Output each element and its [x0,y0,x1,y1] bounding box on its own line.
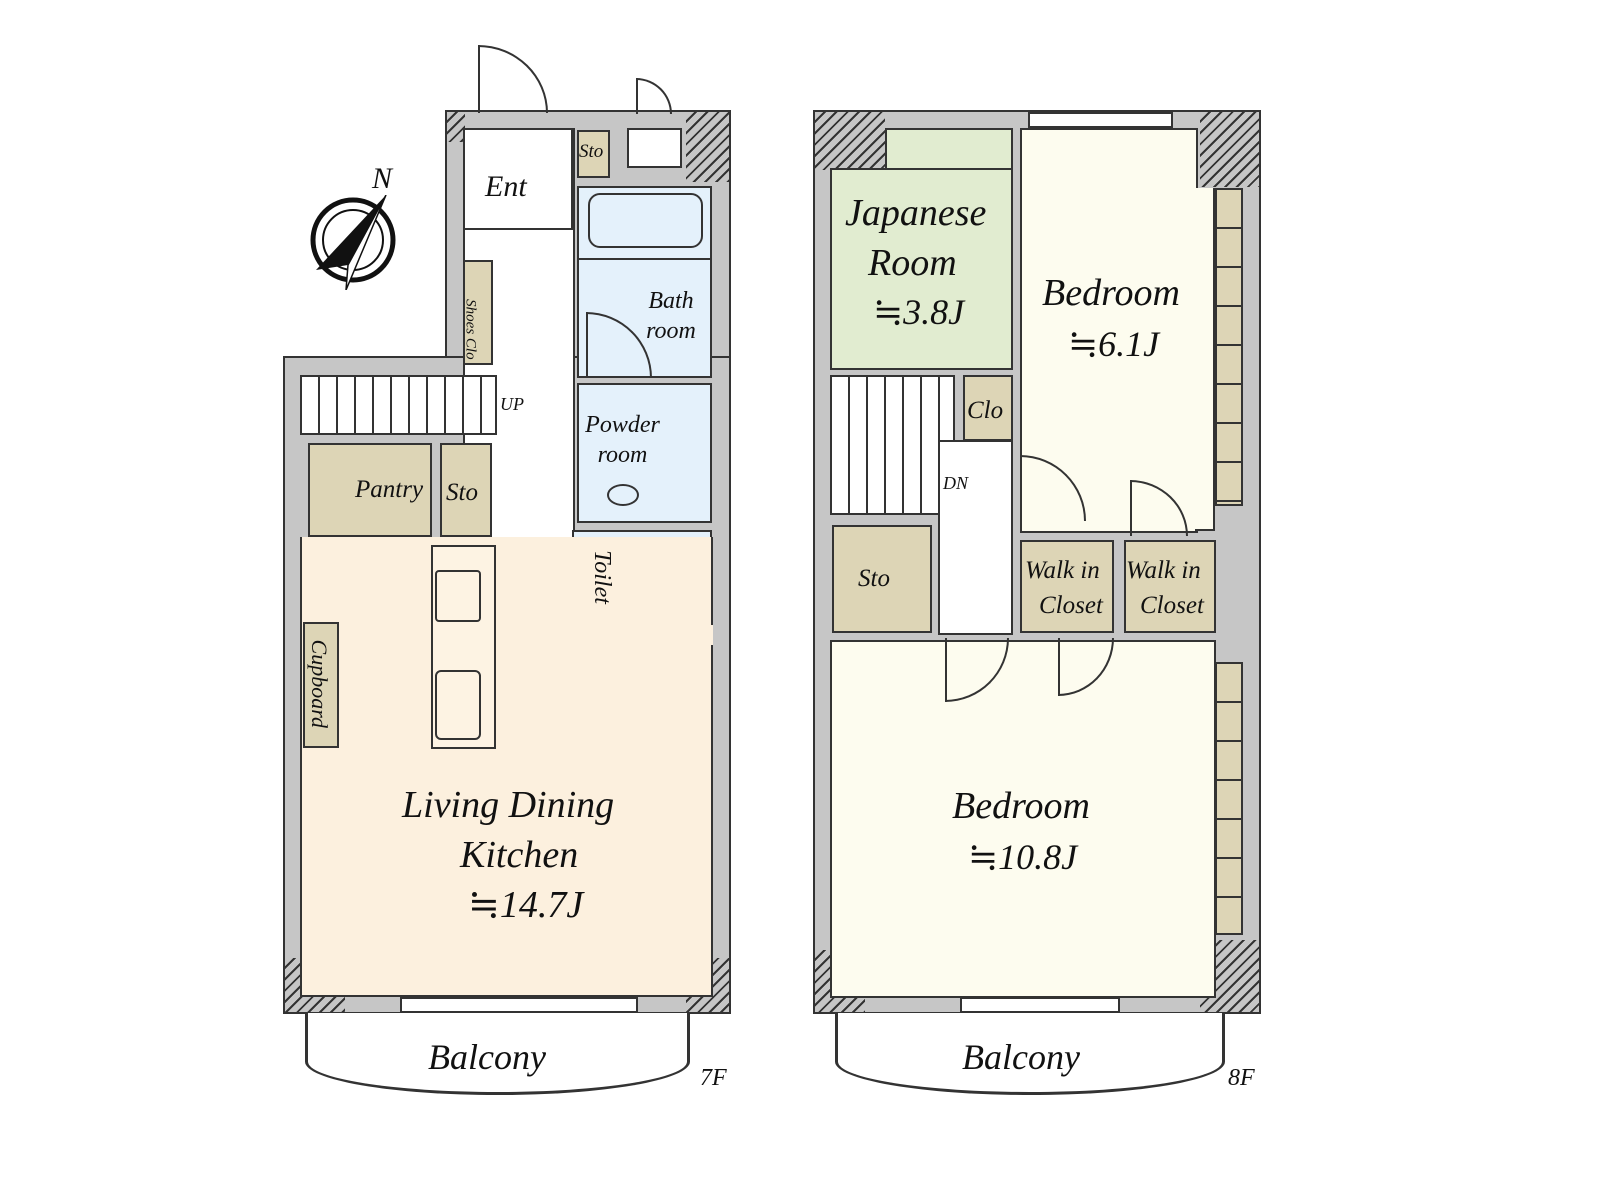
pantry-label: Pantry [355,476,424,503]
bedroom-large-closet[interactable] [1215,662,1243,935]
walk-in-closet-2 [1124,540,1216,633]
stairs-up-label: UP [500,394,524,414]
7f-balcony[interactable] [305,1013,690,1095]
living-dining-kitchen [300,537,713,997]
walk-in-closet-1 [1020,540,1114,633]
8f-stairs[interactable] [830,375,955,515]
8f-floor-label: 8F [1228,1065,1255,1091]
bedroom-large [830,640,1216,998]
kitchen-counter [431,545,496,749]
bedroom-small-area: ≒6.1J [1068,324,1160,364]
bedroom-large-area: ≒10.8J [968,837,1078,877]
7f-storage-label: Sto [446,479,478,506]
cupboard-label: Cupboard [306,639,332,728]
sink-icon [435,670,481,740]
entrance-door[interactable] [478,45,548,113]
balcony-door[interactable] [636,78,672,114]
7f-floor-label: 7F [700,1065,727,1091]
ldk-name-line1: Living Dining [402,784,615,826]
cupboard [303,622,339,748]
8f-storage [832,525,932,633]
bedroom-large-name: Bedroom [952,785,1090,827]
ldk-name-line2: Kitchen [460,834,579,876]
ldk-area: ≒14.7J [468,884,584,926]
8f-top-window [1028,112,1173,128]
entrance [463,128,573,230]
wic1-line1: Walk in [1025,557,1100,584]
washbasin-icon [607,484,639,506]
7f-balcony-label: Balcony [428,1037,546,1077]
8f-window [960,997,1120,1013]
powder-room [577,383,712,523]
japanese-room-name-line1: Japanese [845,192,987,234]
7f-window [400,997,638,1013]
7f-stairs[interactable] [300,375,497,435]
bedroom-small-name: Bedroom [1042,272,1180,314]
7f-storage-small-label: Sto [579,141,604,162]
7f-meter-box [627,128,682,168]
stairs-down-label: DN [943,473,969,493]
7f-storage-small [577,130,610,178]
shoes-closet[interactable] [463,260,493,365]
pantry [308,443,432,537]
8f-closet-label: Clo [967,397,1004,424]
bathtub-icon [588,193,703,248]
ldk-upper [497,625,713,645]
bedroom-small-ext [1195,188,1215,531]
stove-icon [435,570,481,622]
japanese-room-alcove [885,128,1013,170]
8f-balcony-label: Balcony [962,1037,1080,1077]
8f-storage-label: Sto [858,565,890,592]
bathroom-label: Bath room [646,288,696,344]
wic1-line2: Closet [1039,592,1103,619]
shoes-closet-label: Shoes Clo [462,299,479,360]
compass-icon [308,194,403,291]
japanese-room [830,168,1013,370]
8f-wall-hatch [815,112,885,170]
7f-wall-hatch [686,112,729,182]
wic2-line2: Closet [1140,592,1204,619]
toilet-label: Toilet [588,550,615,604]
entrance-label: Ent [485,170,527,203]
wic2-line1: Walk in [1126,557,1201,584]
japanese-room-area: ≒3.8J [873,292,965,332]
bedroom-small-closet[interactable] [1215,188,1243,506]
8f-balcony[interactable] [835,1013,1225,1095]
7f-storage [440,443,492,537]
7f-wall-hatch [447,112,465,142]
8f-wall-hatch [1200,112,1259,187]
8f-hallway [938,440,1013,635]
japanese-room-name-line2: Room [868,242,957,284]
compass-north-label: N [372,162,393,195]
powder-room-label: Powder room [585,412,660,468]
